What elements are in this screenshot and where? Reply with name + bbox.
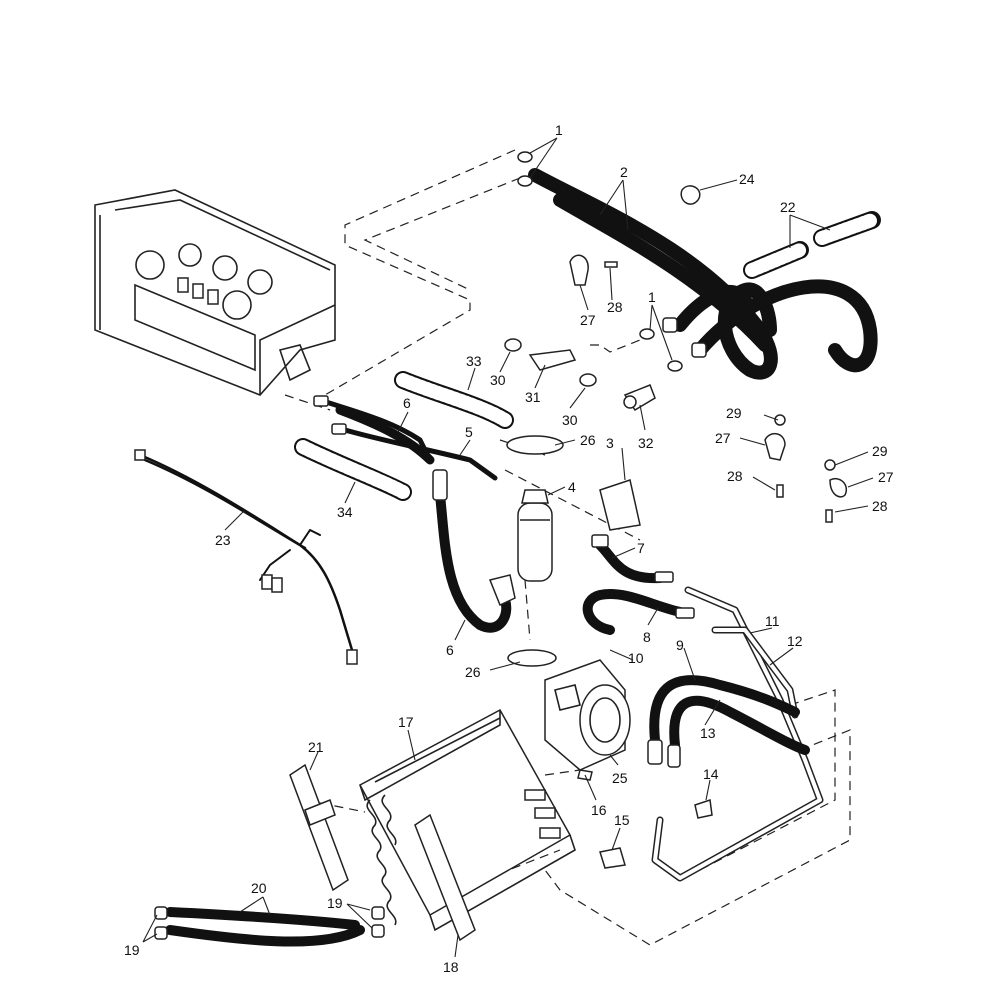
compressor-hoses — [582, 534, 695, 635]
callout-29-mid: 29 — [726, 405, 742, 421]
callout-18: 18 — [443, 959, 459, 975]
callout-22: 22 — [780, 199, 796, 215]
callout-6-top: 6 — [403, 395, 411, 411]
hvac-control-housing — [94, 189, 336, 396]
callout-15: 15 — [614, 812, 630, 828]
wire-harness — [134, 449, 358, 665]
callout-2: 2 — [620, 164, 628, 180]
drain-hoses — [154, 906, 385, 947]
callout-30-left: 30 — [490, 372, 506, 388]
callout-28-right: 28 — [872, 498, 888, 514]
receiver-drier — [506, 435, 564, 667]
callout-6-bottom: 6 — [446, 642, 454, 658]
heater-hose-pair — [528, 168, 878, 380]
callout-25: 25 — [612, 770, 628, 786]
leader-lines — [142, 137, 874, 958]
callout-30-right: 30 — [562, 412, 578, 428]
callout-8: 8 — [643, 629, 651, 645]
callout-14: 14 — [703, 766, 719, 782]
callout-27-mid: 27 — [715, 430, 731, 446]
callout-31: 31 — [525, 389, 541, 405]
callout-12: 12 — [787, 633, 803, 649]
callout-10: 10 — [628, 650, 644, 666]
callout-5: 5 — [465, 424, 473, 440]
callout-7: 7 — [637, 540, 645, 556]
brackets — [289, 479, 641, 942]
ac-compressor — [544, 659, 631, 771]
callout-16: 16 — [591, 802, 607, 818]
callout-27-left: 27 — [580, 312, 596, 328]
callout-33: 33 — [466, 353, 482, 369]
callout-3: 3 — [606, 435, 614, 451]
callout-28-left: 28 — [607, 299, 623, 315]
callout-32: 32 — [638, 435, 654, 451]
callout-26-bottom: 26 — [465, 664, 481, 680]
callout-34: 34 — [337, 504, 353, 520]
callout-28-mid: 28 — [727, 468, 743, 484]
evaporator-core — [358, 708, 576, 932]
corrugated-sleeves — [294, 211, 881, 501]
callout-11: 11 — [765, 613, 780, 629]
callout-13: 13 — [700, 725, 716, 741]
callout-19-right: 19 — [327, 895, 343, 911]
callout-26-top: 26 — [580, 432, 596, 448]
callout-17: 17 — [398, 714, 414, 730]
callout-29-right: 29 — [872, 443, 888, 459]
evaporator-hoses — [647, 675, 810, 768]
refrigerant-hoses — [313, 395, 516, 633]
callout-23: 23 — [215, 532, 231, 548]
callout-9: 9 — [676, 637, 684, 653]
callout-4: 4 — [568, 479, 576, 495]
callout-labels: 1 1 2 3 4 5 6 6 7 8 9 10 11 12 13 14 15 … — [124, 122, 894, 975]
callout-1-top: 1 — [555, 122, 563, 138]
callout-20: 20 — [251, 880, 267, 896]
callout-1-mid: 1 — [648, 289, 656, 305]
callout-24: 24 — [739, 171, 755, 187]
metal-ac-lines — [651, 586, 824, 882]
small-fittings — [504, 151, 847, 869]
callout-21: 21 — [308, 739, 324, 755]
callout-19-left: 19 — [124, 942, 140, 958]
evaporator-coils — [366, 794, 397, 926]
callout-27-right: 27 — [878, 469, 894, 485]
